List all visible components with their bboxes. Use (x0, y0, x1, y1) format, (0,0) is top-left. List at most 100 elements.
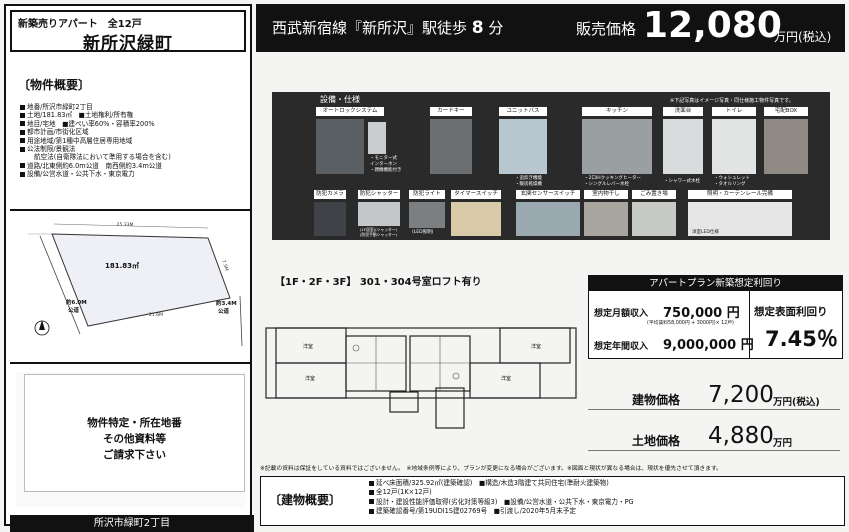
land-price-label: 土地価格 (632, 434, 681, 448)
sale-price: 12,080 (643, 5, 782, 46)
sensorswitch-photo (516, 202, 580, 236)
building-price-unit: 万円(税込) (773, 397, 820, 408)
title-box: 新築売りアパート 全12戸 新所沢緑町 (10, 10, 246, 54)
list-item: 都市計画/市街化区域 (20, 128, 250, 136)
site-area-label: 181.83㎡ (105, 261, 139, 270)
autolock-photo (316, 119, 364, 174)
station-access: 西武新宿線『新所沢』駅徒歩 8 分 (272, 18, 504, 38)
shutter-caption: (1F居室)(シャッター)(防犯手動シャッター) (360, 227, 398, 237)
list-item: 公法制限/景観法 (20, 145, 250, 153)
light-caption: (LED照明) (412, 230, 434, 235)
svg-text:洋室: 洋室 (501, 375, 511, 382)
timerswitch-photo (451, 202, 501, 236)
dim-top-label: 25.33M (117, 222, 134, 228)
monthly-income-value: 750,000 円 (663, 306, 740, 321)
yearly-income-value: 9,000,000 円 (663, 338, 754, 353)
monthly-income-note: (平均賃料58,000円 + 3000円)× 12戸) (647, 321, 734, 326)
svg-text:洋室: 洋室 (531, 343, 541, 350)
title-subtitle: 新築売りアパート 全12戸 (18, 19, 142, 30)
list-item: 地番/所沢市緑町2丁目 (20, 103, 250, 111)
indoordrying-photo (584, 202, 628, 236)
svg-text:洋室: 洋室 (305, 375, 315, 382)
divider (10, 362, 250, 364)
autolock-caption: ・モニター式インターホン・親機機能付き (370, 156, 402, 173)
building-overview-list: 延べ床面積/325.92㎡(建築確認) ■構造/木造3階建て共同住宅(準耐火建築… (369, 479, 634, 517)
camera-photo (314, 202, 346, 236)
divider (588, 409, 840, 410)
equip-label: 玄関センサースイッチ (516, 190, 580, 199)
equip-label: ユニットバス (499, 107, 547, 116)
list-item: 設備/公営水道・公共下水・東京電力 (20, 170, 250, 178)
equip-label: 照明・カーテンレール完備 (688, 190, 792, 199)
unitbath-photo (499, 119, 547, 174)
list-item: 延べ床面積/325.92㎡(建築確認) ■構造/木造3階建て共同住宅(準耐火建築… (369, 479, 634, 488)
header-band: 西武新宿線『新所沢』駅徒歩 8 分 販売価格 12,080 万円(税込) (256, 4, 845, 52)
securitylight-photo (409, 202, 445, 228)
price-unit: 万円(税込) (774, 30, 832, 44)
address-bar: 所沢市緑町2丁目 (10, 515, 254, 532)
site-plan: 25.33M 181.83㎡ 21.6M 7.5M 約6.0M 公道 約3.4M… (28, 222, 243, 347)
list-item: 地目/宅地 ■建ぺい率60%・容積率200% (20, 120, 250, 128)
equip-label: オートロックシステム (316, 107, 384, 116)
equip-label: 室内物干し (584, 190, 628, 199)
equip-label: 防犯ライト (409, 190, 445, 199)
yield-box: アパートプラン新築想定利回り 想定月額収入 750,000 円 (平均賃料58,… (588, 275, 843, 359)
page-title: 新所沢緑町 (83, 34, 173, 54)
intercom-photo (368, 122, 386, 154)
dim-right-label: 7.5M (220, 259, 229, 272)
equip-label: 防犯シャッター (358, 190, 400, 199)
inquiry-text: 物件特定・所在地番 その他資料等 ご請求下さい (87, 417, 182, 461)
yield-heading: アパートプラン新築想定利回り (589, 276, 842, 291)
building-price-value: 7,200 (708, 382, 774, 408)
garbage-photo (632, 202, 676, 236)
lighting-photo (688, 202, 792, 236)
divider (10, 209, 250, 211)
road-left-type: 公道 (68, 306, 80, 314)
floor-plan-label: 【1F・2F・3F】 301・304号室ロフト有り (275, 277, 482, 288)
equip-label: タイマースイッチ (451, 190, 501, 199)
road-right-label: 約3.4M (216, 299, 237, 307)
list-item-sub: 航空法(自衛隊法において準用する場合を含む) (34, 153, 171, 162)
equipment-title: 設備・仕様 (320, 95, 360, 104)
overview-heading: 〔物件概要〕 (18, 78, 91, 92)
svg-text:洋室: 洋室 (303, 343, 313, 350)
led-caption: 洋室LED仕様 (692, 230, 719, 235)
overview-list: 地番/所沢市緑町2丁目 土地/181.83㎡ ■土地権利/所有権 地目/宅地 ■… (20, 103, 250, 179)
disclaimer-text: ※記載の資料は保証をしている資料ではございません。 ※地域条例等により、プランが… (260, 466, 722, 472)
deliverybox-photo (764, 119, 808, 174)
washbasin-caption: ・シャワー式水栓 (664, 179, 700, 184)
list-item: 道路/北東側約6.0m公道 南西側約3.4m公道 (20, 162, 250, 170)
bath-caption: ・追炊き機能・暖房乾燥機 (515, 176, 542, 187)
inquiry-box: 物件特定・所在地番 その他資料等 ご請求下さい (24, 374, 245, 492)
list-item: 用途地域/第1種中高層住居専用地域 (20, 137, 250, 145)
equip-label: 防犯カメラ (314, 190, 346, 199)
list-item: 全12戸(1K×12戸) (369, 488, 634, 497)
land-price-unit: 万円 (773, 438, 793, 449)
building-overview-box: 〔建物概要〕 延べ床面積/325.92㎡(建築確認) ■構造/木造3階建て共同住… (260, 476, 845, 526)
shutter-photo (358, 202, 400, 226)
equipment-panel: 設備・仕様 ※下記写真はイメージ写真・同仕様施工物件写真です。 オートロックシス… (272, 92, 830, 240)
land-price-value: 4,880 (708, 423, 774, 449)
road-left-label: 約6.0M (66, 298, 87, 306)
equipment-note: ※下記写真はイメージ写真・同仕様施工物件写真です。 (670, 98, 794, 104)
equip-label: ごみ置き場 (632, 190, 676, 199)
equip-label: 宅配BOX (764, 107, 808, 116)
toilet-photo (712, 119, 756, 174)
list-item: 土地/181.83㎡ ■土地権利/所有権 (20, 111, 250, 119)
equip-label: カードキー (430, 107, 472, 116)
list-item: 建築確認番号/第19UDI1S建02769号 ■引渡し/2020年5月末予定 (369, 507, 634, 516)
price-label: 販売価格 (576, 20, 637, 38)
divider (749, 291, 750, 359)
kitchen-photo (582, 119, 652, 174)
building-overview-heading: 〔建物概要〕 (269, 493, 342, 507)
property-panel: 新築売りアパート 全12戸 新所沢緑町 〔物件概要〕 地番/所沢市緑町2丁目 土… (4, 4, 254, 532)
yield-rate-label: 想定表面利回り (754, 306, 828, 318)
cardkey-photo (430, 119, 472, 174)
yearly-income-label: 想定年間収入 (594, 342, 649, 352)
equip-label: トイレ (712, 107, 756, 116)
equip-label: 洗面台 (663, 107, 703, 116)
toilet-caption: ・ウォシュレット・タオルリング (714, 176, 750, 187)
building-price-label: 建物価格 (632, 393, 681, 407)
dim-bottom-label: 21.6M (149, 312, 163, 318)
equip-label: キッチン (582, 107, 652, 116)
